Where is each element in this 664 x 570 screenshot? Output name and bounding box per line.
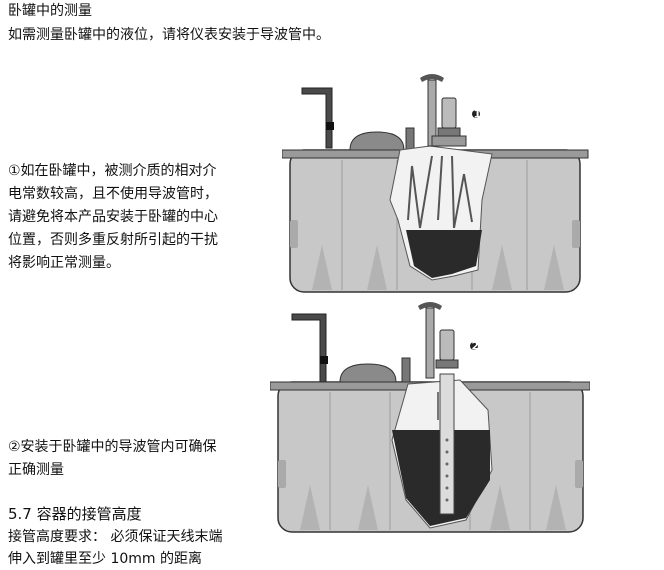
note-1-line: ①如在卧罐中，被测介质的相对介 [8,163,217,179]
note-2-line: 正确测量 [8,462,64,478]
figure-1-tank-without-stilling-well: 1 [282,74,589,293]
section-title: 5.7 容器的接管高度 [8,505,142,523]
intro-text: 如需测量卧罐中的液位，请将仪表安装于导波管中。 [8,27,330,43]
note-2-line: ②安装于卧罐中的导波管内可确保 [8,439,217,455]
page-heading: 卧罐中的测量 [8,3,92,19]
note-1-line: 位置，否则多重反射所引起的干扰 [8,232,218,248]
note-1-line: 将影响正常测量。 [8,255,120,271]
section-line: 接管高度要求： 必须保证天线末端 [8,529,223,545]
marker-2-label: 2 [472,340,480,353]
marker-1-icon [472,110,480,118]
section-line: 伸入到罐里至少 10mm 的距离 [8,551,202,567]
figure-2-tank-with-stilling-well: 2 [270,302,590,533]
liquid [406,230,482,278]
note-1-line: 请避免将本产品安装于卧罐的中心 [8,209,218,225]
marker-2-icon [470,342,478,350]
note-1-line: 电常数较高，且不使用导波管时， [8,186,218,202]
marker-1-label: 1 [474,108,482,121]
stilling-well [439,373,455,515]
